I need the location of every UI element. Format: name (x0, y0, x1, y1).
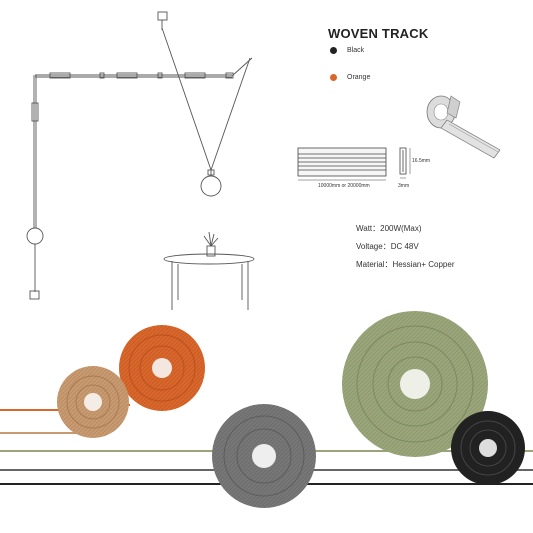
color-label-black: Black (347, 47, 365, 54)
black-roll (451, 411, 525, 485)
gray-roll (212, 404, 316, 508)
product-title: WOVEN TRACK (328, 26, 429, 41)
length-dimension: 10000mm or 20000mm (318, 183, 370, 189)
height-dimension: 16.5mm (412, 158, 431, 164)
tan-roll (57, 366, 129, 438)
width-dimension: 3mm (398, 183, 410, 189)
orange-swatch (330, 74, 337, 81)
spec-watt: Watt：200W(Max) (356, 224, 422, 233)
color-label-orange: Orange (347, 74, 371, 81)
color-option-black: Black (330, 47, 364, 54)
spec-voltage: Voltage：DC 48V (356, 242, 419, 251)
color-option-orange: Orange (330, 74, 370, 81)
orange-roll (119, 325, 205, 411)
green-roll (342, 311, 488, 457)
black-swatch (330, 47, 337, 54)
spec-material: Material：Hessian+ Copper (356, 260, 455, 269)
